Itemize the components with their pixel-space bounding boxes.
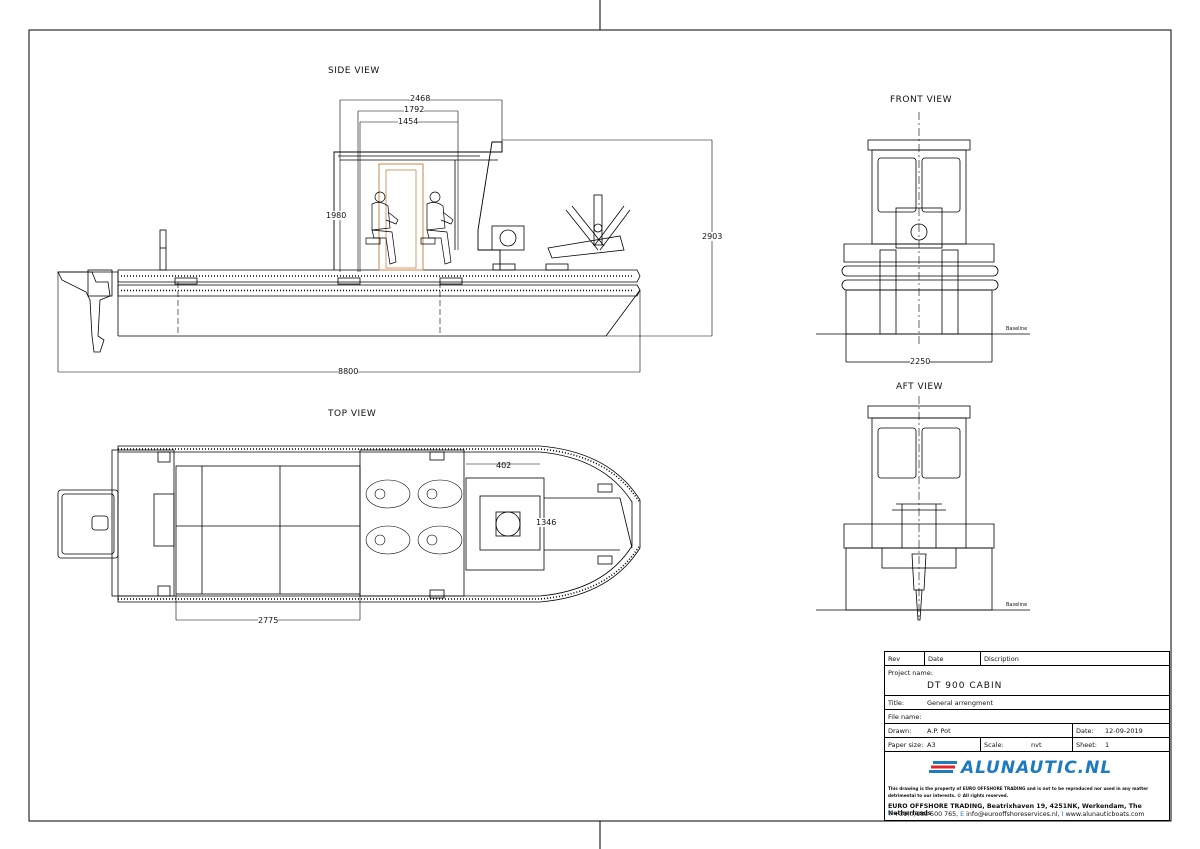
- project-name-value: DT 900 CABIN: [927, 681, 1003, 691]
- dim-402: 402: [496, 461, 512, 470]
- contact-email[interactable]: info@eurooffshoreservices.nl,: [966, 811, 1060, 818]
- dim-2250: 2250: [910, 357, 931, 366]
- dim-1454: 1454: [398, 117, 419, 126]
- company-address: EURO OFFSHORE TRADING, Beatrixhaven 19, …: [888, 803, 1142, 817]
- baseline-label-aft: Baseline: [1006, 602, 1028, 608]
- top-view-drawing: [57, 445, 641, 621]
- side-view-title: SIDE VIEW: [328, 66, 380, 76]
- contact-t-label: T: [888, 811, 892, 818]
- sheet-frame: [28, 0, 1172, 849]
- crew-figure-1: [365, 191, 399, 265]
- scale-label: Scale:: [984, 741, 1004, 749]
- title-label: Title:: [888, 699, 905, 707]
- sheet-label: Sheet:: [1076, 741, 1097, 749]
- tb-row-rev: Rev Date Discription: [885, 652, 1169, 666]
- dim-1980: 1980: [326, 211, 347, 220]
- drawn-value: A.P. Pot: [927, 727, 951, 735]
- top-dimension-lines: [175, 463, 540, 621]
- tb-row-company: ALUNAUTIC.NL This drawing is the propert…: [885, 752, 1169, 822]
- tb-row-project: Project name: DT 900 CABIN: [885, 666, 1169, 696]
- company-contact: T +31(0)183 500 765, E info@eurooffshore…: [888, 811, 1144, 818]
- date2-value: 12-09-2019: [1105, 727, 1143, 735]
- tb-row-drawn: Drawn: A.P. Pot Date: 12-09-2019: [885, 724, 1169, 738]
- dim-1792: 1792: [404, 105, 425, 114]
- date-label: Date: [928, 655, 944, 663]
- side-dimension-lines: [57, 99, 713, 373]
- deck-crane: [547, 194, 631, 259]
- scale-value: nvt: [1031, 741, 1042, 749]
- aft-view-title: AFT VIEW: [896, 382, 943, 392]
- outboard-motor: [57, 269, 118, 353]
- alunautic-logo-mark: [929, 761, 957, 773]
- title-block: Rev Date Discription Project name: DT 90…: [884, 651, 1170, 821]
- top-view-seats: [365, 479, 463, 555]
- tb-row-file: File name:: [885, 710, 1169, 724]
- drawn-label: Drawn:: [888, 727, 912, 735]
- dim-2775: 2775: [258, 616, 279, 625]
- dim-8800: 8800: [338, 367, 359, 376]
- tb-row-paper: Paper size: A3 Scale: nvt Sheet: 1: [885, 738, 1169, 752]
- aft-view-drawing: [816, 396, 1030, 621]
- top-view-title: TOP VIEW: [328, 409, 377, 419]
- contact-phone: +31(0)183 500 765,: [893, 811, 959, 818]
- discription-label: Discription: [984, 655, 1019, 663]
- title-value: General arrengment: [927, 699, 993, 707]
- front-view-title: FRONT VIEW: [890, 95, 953, 105]
- contact-e-label: E: [960, 811, 965, 818]
- file-name-label: File name:: [888, 713, 922, 721]
- contact-web[interactable]: www.alunauticboats.com: [1065, 811, 1145, 818]
- baseline-label-front: Baseline: [1006, 326, 1028, 332]
- tb-row-title: Title: General arrengment: [885, 696, 1169, 710]
- project-name-label: Project name:: [888, 669, 933, 677]
- sheet-value: 1: [1105, 741, 1110, 749]
- date2-label: Date:: [1076, 727, 1094, 735]
- crew-figure-2: [420, 191, 454, 265]
- contact-i-label: I: [1061, 811, 1064, 818]
- dim-2903: 2903: [702, 232, 723, 241]
- paper-value: A3: [927, 741, 936, 749]
- dim-2468: 2468: [410, 94, 431, 103]
- dim-1346: 1346: [536, 518, 557, 527]
- rev-label: Rev: [888, 655, 901, 663]
- side-view-drawing: [57, 99, 713, 373]
- disclaimer-text: This drawing is the property of EURO OFF…: [888, 786, 1149, 798]
- front-view-drawing: [816, 112, 1030, 363]
- paper-label: Paper size:: [888, 741, 924, 749]
- alunautic-logo: ALUNAUTIC.NL: [961, 758, 1113, 778]
